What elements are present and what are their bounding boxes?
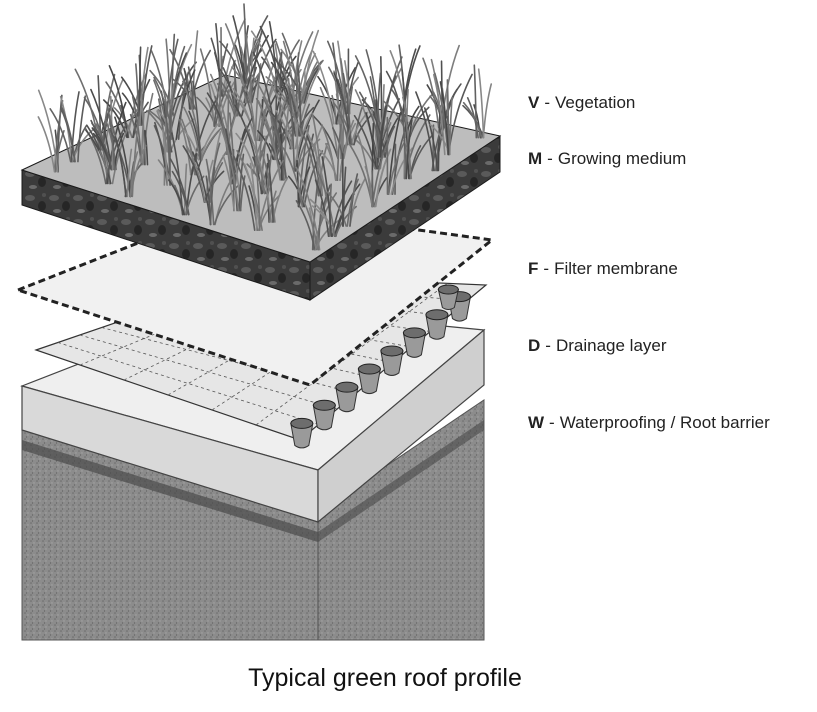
- drainage-cup: [291, 418, 313, 448]
- green-roof-illustration: [0, 0, 817, 650]
- legend-key: D: [528, 336, 540, 355]
- legend-item-drainage-layer: D-Drainage layer: [528, 336, 667, 356]
- legend-label: Filter membrane: [554, 259, 678, 278]
- drainage-cup: [403, 328, 425, 358]
- drainage-cup: [381, 346, 403, 376]
- legend-item-waterproofing-root-barrier: W-Waterproofing / Root barrier: [528, 413, 770, 433]
- drainage-cup: [336, 382, 358, 412]
- legend-label: Vegetation: [555, 93, 635, 112]
- legend-label: Waterproofing / Root barrier: [560, 413, 770, 432]
- legend-separator: -: [539, 93, 555, 112]
- legend-key: W: [528, 413, 544, 432]
- diagram-caption: Typical green roof profile: [0, 664, 770, 693]
- legend-separator: -: [544, 413, 560, 432]
- legend-item-filter-membrane: F-Filter membrane: [528, 259, 678, 279]
- grass-tuft: [463, 65, 491, 137]
- drainage-cup: [313, 400, 335, 430]
- legend-key: F: [528, 259, 538, 278]
- drainage-cup: [426, 310, 448, 340]
- legend-separator: -: [538, 259, 554, 278]
- legend-separator: -: [542, 149, 558, 168]
- legend-key: M: [528, 149, 542, 168]
- legend-item-growing-medium: M-Growing medium: [528, 149, 686, 169]
- legend-label: Growing medium: [558, 149, 687, 168]
- legend-separator: -: [540, 336, 556, 355]
- legend-label: Drainage layer: [556, 336, 667, 355]
- drainage-cup: [358, 364, 380, 394]
- legend-item-vegetation: V-Vegetation: [528, 93, 635, 113]
- legend-key: V: [528, 93, 539, 112]
